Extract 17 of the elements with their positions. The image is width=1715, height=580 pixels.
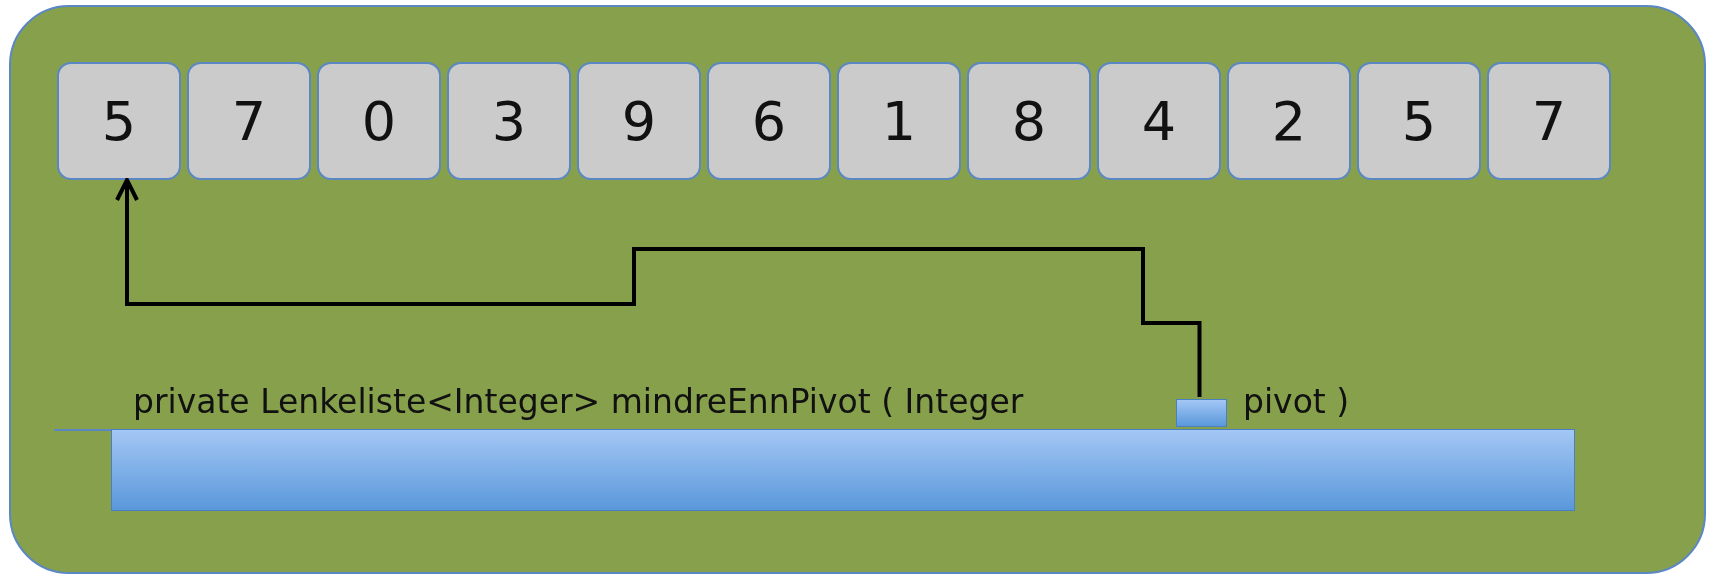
method-signature: private Lenkeliste<Integer> mindreEnnPivot ( Integer — [133, 382, 1024, 421]
arrow — [115, 178, 1202, 397]
array-cell: 5 — [1357, 62, 1481, 180]
array-cell: 9 — [577, 62, 701, 180]
parameter-name: pivot ) — [1243, 382, 1350, 421]
background-panel — [9, 5, 1706, 574]
array-cell: 3 — [447, 62, 571, 180]
array-cell: 4 — [1097, 62, 1221, 180]
array-cell: 7 — [1487, 62, 1611, 180]
array-cell: 6 — [707, 62, 831, 180]
array-cell: 1 — [837, 62, 961, 180]
array-cell: 2 — [1227, 62, 1351, 180]
array-cell: 7 — [187, 62, 311, 180]
array-cell: 8 — [967, 62, 1091, 180]
array-cell: 5 — [57, 62, 181, 180]
parameter-box — [1176, 399, 1227, 427]
array-cell: 0 — [317, 62, 441, 180]
